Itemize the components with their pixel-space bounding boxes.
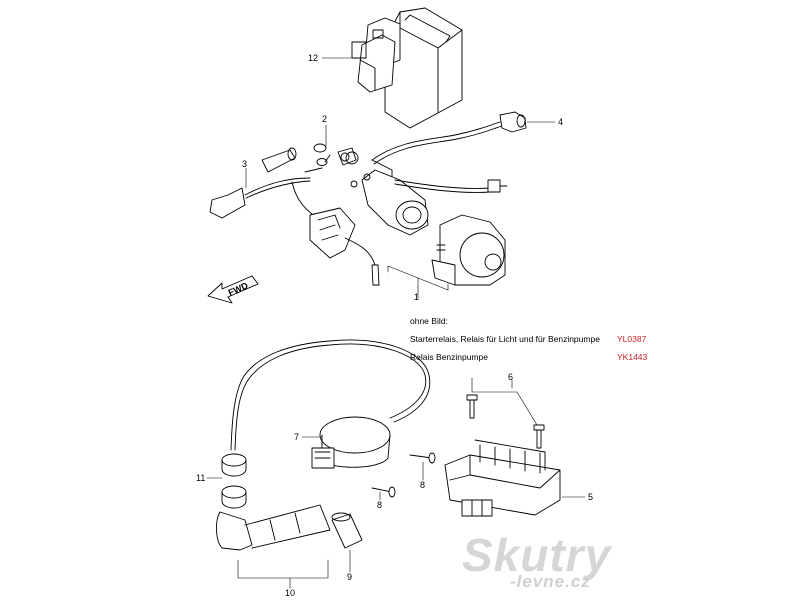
callout-3: 3: [242, 159, 247, 169]
notes-heading: ohne Bild:: [410, 316, 448, 326]
part-5-regulator: [444, 439, 561, 517]
part-7-ignition-coil: [311, 416, 391, 469]
callout-7: 7: [294, 432, 299, 442]
part-9-cap-end: [331, 512, 363, 549]
note-item-text: Relais Benzinpumpe: [410, 352, 488, 362]
part-12-control-box: [351, 7, 463, 129]
watermark-logo: Skutry: [462, 529, 612, 581]
callout-9: 9: [347, 572, 352, 582]
note-item-code: YK1443: [617, 352, 648, 362]
callout-11: 11: [196, 473, 205, 483]
fwd-arrow: [207, 275, 259, 304]
callout-10: 10: [285, 588, 295, 598]
note-item-code: YL0387: [617, 334, 647, 344]
part-10-spark-cap: [216, 504, 331, 579]
callout-12: 12: [308, 53, 318, 63]
leader-lines: [206, 57, 586, 589]
fwd-label: FWD: [227, 280, 250, 298]
part-3-wire-harness: [209, 147, 331, 221]
callout-1: 1: [414, 292, 419, 302]
callout-4: 4: [558, 117, 563, 127]
callout-6: 6: [508, 372, 513, 382]
part-2-nut: [313, 143, 357, 166]
part-1-starter-relay: [340, 151, 506, 293]
watermark-subtitle: -levne.cz: [510, 572, 591, 591]
relay-bracket: [309, 207, 380, 286]
part-4-wire-lead: [371, 111, 527, 193]
part-8-screws: [371, 452, 436, 498]
callout-8-upper: 8: [420, 480, 425, 490]
callout-8-lower: 8: [377, 500, 382, 510]
note-item-text: Starterrelais, Relais für Licht und für …: [410, 334, 600, 344]
part-6-bolts: [466, 377, 545, 449]
ht-cable: [230, 339, 431, 451]
callout-2: 2: [322, 114, 327, 124]
part-11-grommet: [221, 453, 247, 509]
callout-5: 5: [588, 492, 593, 502]
